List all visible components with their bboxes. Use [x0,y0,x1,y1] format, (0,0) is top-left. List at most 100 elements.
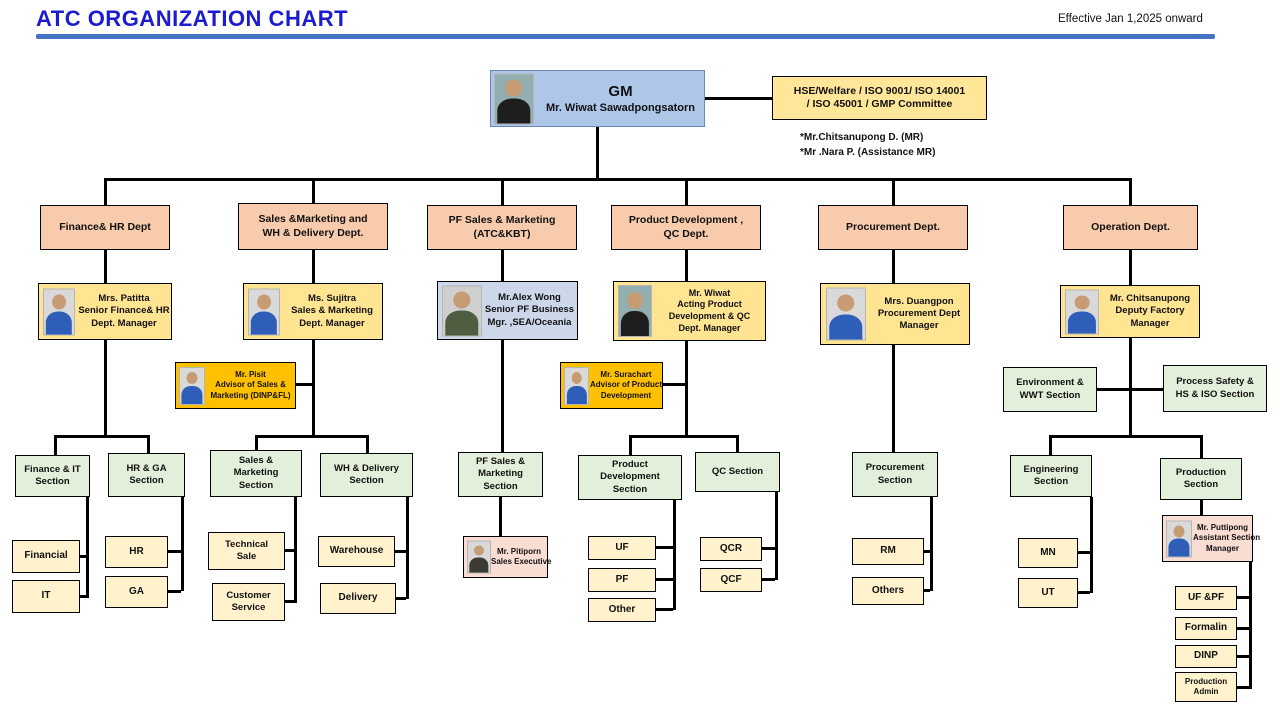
node-leaf-it: IT [12,580,80,613]
connector-line [285,549,294,552]
portrait-photo [618,285,652,337]
node-label: PF Sales & Marketing(ATC&KBT) [448,214,556,240]
portrait-photo [467,540,491,574]
page-title: ATC ORGANIZATION CHART [36,6,349,31]
node-leaf-rm: RM [852,538,924,565]
node-label: Warehouse [329,545,384,557]
connector-line [892,178,895,206]
node-label: QCR [719,542,743,554]
connector-line [312,250,315,283]
portrait-photo [179,366,205,405]
connector-line [501,340,504,453]
portrait-photo [248,288,280,335]
connector-line [924,550,930,553]
node-leaf-mn: MN [1018,538,1078,568]
connector-line [629,435,739,438]
node-dept-finance-hr: Finance& HR Dept [40,205,170,250]
connector-line [1237,596,1249,599]
portrait-photo [1166,520,1192,557]
portrait-photo [494,73,534,124]
connector-line [762,547,775,550]
connector-line [168,590,181,593]
connector-line [255,435,258,452]
connector-line [656,546,673,549]
node-leaf-warehouse: Warehouse [318,536,395,567]
portrait-photo [442,285,482,336]
connector-line [705,97,772,100]
node-label: Product Development ,QC Dept. [628,214,744,240]
node-leaf-other: Other [588,598,656,622]
connector-line [147,435,150,455]
connector-line [80,595,86,598]
node-sec-process-safety: Process Safety &HS & ISO Section [1163,365,1267,412]
connector-line [656,578,673,581]
connector-line [596,127,599,180]
connector-line [312,340,315,438]
connector-line [104,250,107,283]
node-label: Financial [24,550,68,562]
connector-line [1049,435,1052,457]
connector-line [736,435,739,454]
node-label: Delivery [338,592,378,604]
connector-line [762,578,775,581]
connector-line [673,500,676,610]
connector-line [181,497,184,591]
node-label: UF &PF [1187,591,1225,603]
node-dept-proddev-qc: Product Development ,QC Dept. [611,205,761,250]
connector-line [685,341,688,438]
node-label: QCF [720,573,742,585]
node-leaf-formalin: Formalin [1175,617,1237,640]
connector-line [685,178,688,206]
node-leaf-delivery: Delivery [320,583,396,614]
connector-line [685,250,688,281]
connector-line [663,383,687,386]
connector-line [1097,388,1166,391]
gm-title: GM [608,82,633,100]
node-hse-committee: HSE/Welfare / ISO 9001/ ISO 14001/ ISO 4… [772,76,987,120]
node-leaf-ga: GA [105,576,168,608]
node-leaf-ut: UT [1018,578,1078,608]
title-underline [36,34,1215,39]
connector-line [366,435,369,455]
connector-line [255,435,369,438]
node-leaf-uf: UF [588,536,656,560]
portrait-photo [564,366,589,405]
connector-line [396,597,406,600]
committee-notes: *Mr.Chitsanupong D. (MR)*Mr .Nara P. (As… [800,132,936,158]
node-sec-qc: QC Section [695,452,780,492]
connector-line [892,345,895,453]
node-label: QC Section [711,465,764,477]
connector-line [499,497,502,536]
node-dept-operation: Operation Dept. [1063,205,1198,250]
node-label: Other [608,603,636,615]
node-gm: GM Mr. Wiwat Sawadpongsatorn [490,70,705,127]
node-label: Others [871,584,905,596]
node-leaf-pf: PF [588,568,656,592]
connector-line [312,178,315,204]
connector-line [1129,250,1132,285]
connector-line [1090,497,1093,593]
connector-line [296,383,314,386]
node-label: IT [41,590,51,602]
